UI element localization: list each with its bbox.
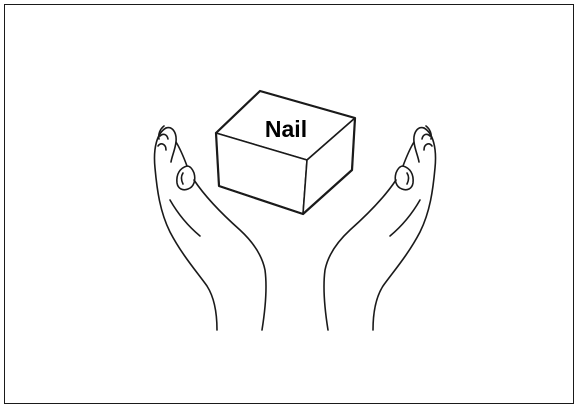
box-label: Nail (265, 116, 307, 142)
nail-box (216, 91, 355, 214)
